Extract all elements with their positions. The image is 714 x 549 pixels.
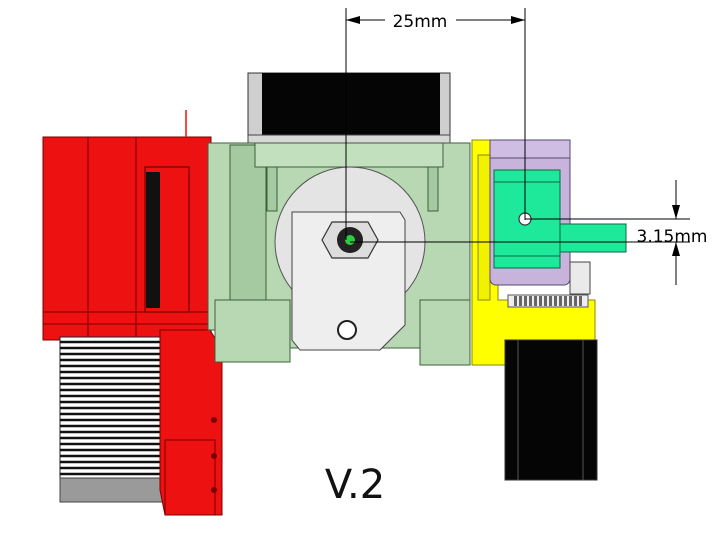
dimension-vertical-label: 3.15mm	[637, 227, 708, 247]
dimension-horizontal-label: 25mm	[393, 12, 448, 32]
idler-pulley	[274, 166, 426, 351]
top-stepper-motor	[247, 72, 451, 146]
lower-gear-stack	[59, 336, 171, 503]
dimension-vertical: 3.15mm	[350, 180, 707, 285]
gear-tooth	[524, 296, 527, 306]
gear-tooth	[514, 296, 517, 306]
gear-tooth	[539, 296, 542, 306]
gear-tooth	[559, 296, 562, 306]
gear-tooth	[529, 296, 532, 306]
version-label: V.2	[325, 462, 385, 508]
red-extruder-body	[42, 110, 212, 341]
gear-tooth	[554, 296, 557, 306]
gear-tooth	[549, 296, 552, 306]
gear-tooth	[579, 296, 582, 306]
dimension-horizontal: 25mm	[345, 8, 526, 240]
gear-tooth	[534, 296, 537, 306]
gear-tooth	[519, 296, 522, 306]
gear-tooth	[544, 296, 547, 306]
gear-tooth	[574, 296, 577, 306]
bottom-stepper-motor	[504, 294, 598, 481]
red-lever-arm	[159, 329, 223, 516]
gear-tooth	[569, 296, 572, 306]
yellow-bracket	[471, 139, 596, 366]
gear-tooth	[564, 296, 567, 306]
